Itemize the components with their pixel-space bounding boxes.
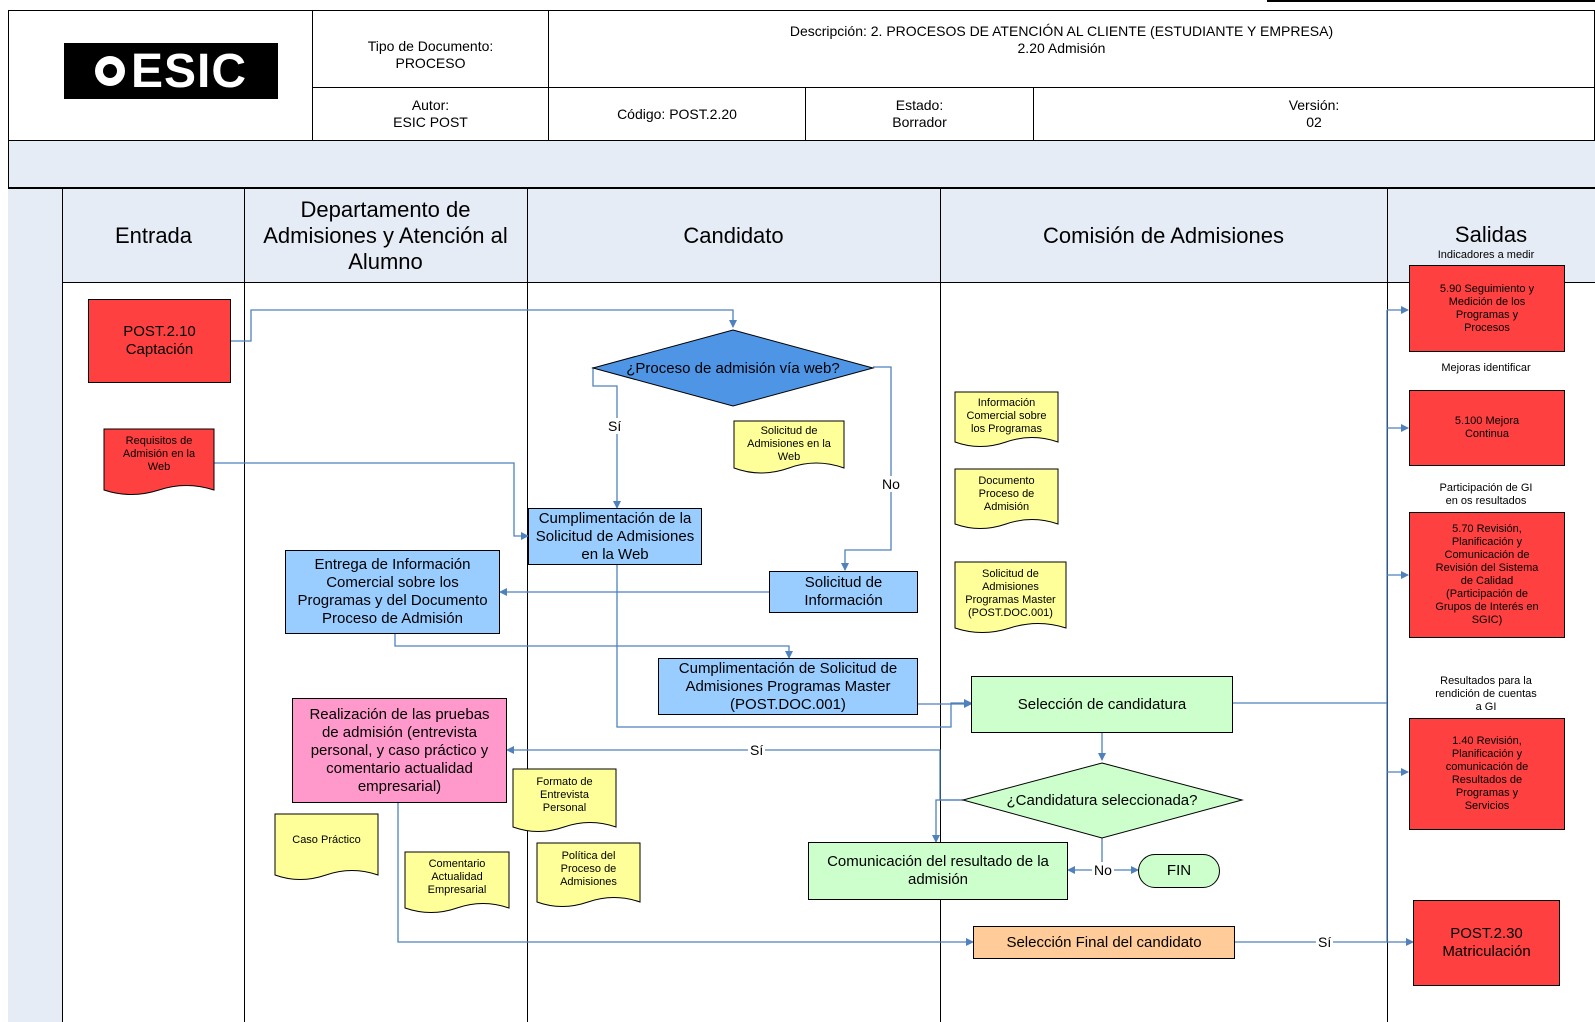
doc-shape-doc-proceso bbox=[954, 468, 1059, 529]
doc-shape-requisitos bbox=[103, 428, 215, 495]
decision-candidatura-label: ¿Candidatura seleccionada? bbox=[1006, 791, 1198, 809]
terminator-fin: FIN bbox=[1138, 854, 1220, 888]
label-no-web: No bbox=[880, 476, 902, 492]
doc-solicitud-master: Solicitud de Admisiones Programas Master… bbox=[965, 568, 1056, 619]
autor-label: Autor: bbox=[411, 97, 450, 113]
step-seleccion-candidatura: Selección de candidatura bbox=[971, 676, 1233, 733]
logo: ESIC bbox=[64, 43, 278, 99]
title-band bbox=[8, 141, 1595, 189]
step-seleccion-final: Selección Final del candidato bbox=[973, 926, 1235, 959]
output-resultados: 1.40 Revisión, Planificación y comunicac… bbox=[1409, 718, 1565, 830]
input-requisitos: Requisitos de Admisión en la Web bbox=[122, 434, 196, 473]
label-no-fin: No bbox=[1092, 862, 1114, 878]
lane-entrada: Entrada bbox=[114, 223, 193, 248]
doc-caso-practico: Caso Práctico bbox=[292, 833, 361, 846]
lane-header-band bbox=[63, 189, 1595, 283]
lane-comision: Comisión de Admisiones bbox=[1043, 223, 1284, 248]
codigo-value: Código: POST.2.20 bbox=[617, 105, 737, 122]
step-comunicacion-resultado: Comunicación del resultado de la admisió… bbox=[808, 842, 1068, 900]
output-mejora: 5.100 Mejora Continua bbox=[1409, 390, 1565, 466]
lane-candidato: Candidato bbox=[683, 223, 784, 248]
step-entrega-informacion: Entrega de Información Comercial sobre l… bbox=[285, 550, 500, 634]
doc-formato-entrevista: Formato de Entrevista Personal bbox=[536, 775, 593, 814]
doc-shape-formato bbox=[512, 768, 617, 832]
arrow-web-seleccion bbox=[616, 565, 972, 728]
step-pruebas-admision: Realización de las pruebas de admisión (… bbox=[292, 698, 507, 803]
caption-indicadores: Indicadores a medir bbox=[1437, 248, 1535, 261]
lane-departamento: Departamento de Admisiones y Atención al… bbox=[263, 197, 508, 274]
doc-shape-comentario bbox=[404, 851, 510, 913]
tipo-label: Tipo de Documento: bbox=[367, 38, 494, 54]
decision-web-shape bbox=[591, 329, 875, 407]
doc-shape-politica bbox=[536, 842, 641, 907]
doc-solicitud-web: Solicitud de Admisiones en la Web bbox=[747, 424, 831, 463]
output-revision: 5.70 Revisión, Planificación y Comunicac… bbox=[1409, 512, 1565, 638]
lane-salidas: Salidas bbox=[1454, 222, 1528, 247]
logo-text: ESIC bbox=[130, 44, 248, 98]
step-solicitud-informacion: Solicitud de Información bbox=[769, 571, 918, 613]
doc-politica: Política del Proceso de Admisiones bbox=[560, 849, 617, 888]
arrow-captacion-decision bbox=[231, 309, 737, 342]
label-si-web: Sí bbox=[606, 418, 624, 434]
arrow-decision-no bbox=[841, 366, 892, 571]
decision-candidatura-shape bbox=[961, 762, 1244, 839]
lane-divider-1 bbox=[244, 189, 245, 1022]
autor-value: ESIC POST bbox=[393, 114, 468, 130]
doc-comentario: Comentario Actualidad Empresarial bbox=[427, 857, 487, 896]
arrow-requisitos-web bbox=[214, 462, 529, 540]
step-cumplimentacion-master: Cumplimentación de Solicitud de Admision… bbox=[658, 658, 918, 715]
header-corner-mark bbox=[1267, 0, 1595, 2]
arrow-decision-si bbox=[592, 367, 621, 509]
label-si-matriculacion: Sí bbox=[1316, 934, 1334, 950]
estado-label: Estado: bbox=[895, 97, 944, 113]
estado-value: Borrador bbox=[892, 114, 947, 130]
version-label: Versión: bbox=[1288, 97, 1340, 113]
doc-info-comercial: Información Comercial sobre los Programa… bbox=[966, 396, 1047, 435]
caption-participacion: Participación de GI en os resultados bbox=[1439, 482, 1533, 507]
output-seguimiento: 5.90 Seguimiento y Medición de los Progr… bbox=[1409, 265, 1565, 352]
doc-proceso-admision: Documento Proceso de Admisión bbox=[978, 474, 1035, 513]
arrow-decision-comunicacion bbox=[932, 799, 963, 843]
autor-cell: Autor: ESIC POST bbox=[312, 87, 549, 141]
descripcion-line2: 2.20 Admisión bbox=[1017, 40, 1106, 56]
arrow-pruebas-final bbox=[397, 803, 974, 946]
pool-side-strip bbox=[8, 189, 63, 1022]
doc-shape-solicitud-master bbox=[954, 561, 1067, 633]
decision-web-label: ¿Proceso de admisión vía web? bbox=[626, 359, 840, 377]
output-matriculacion: POST.2.30 Matriculación bbox=[1413, 900, 1560, 986]
descripcion-line1: Descripción: 2. PROCESOS DE ATENCIÓN AL … bbox=[789, 23, 1334, 39]
doc-shape-solicitud-web bbox=[733, 420, 845, 474]
tipo-value: PROCESO bbox=[395, 55, 466, 71]
codigo-cell: Código: POST.2.20 bbox=[548, 87, 806, 141]
arrow-entrega-master bbox=[394, 634, 793, 659]
step-cumplimentacion-web: Cumplimentación de la Solicitud de Admis… bbox=[528, 508, 702, 565]
lane-divider-2 bbox=[527, 189, 528, 1022]
doc-shape-caso bbox=[274, 813, 379, 880]
input-captacion: POST.2.10 Captación bbox=[88, 299, 231, 383]
lane-divider-3 bbox=[940, 189, 941, 1022]
caption-mejoras: Mejoras identificar bbox=[1441, 361, 1531, 374]
label-si-pruebas: Sí bbox=[748, 742, 766, 758]
doc-shape-info-comercial bbox=[954, 391, 1059, 447]
caption-resultados: Resultados para la rendición de cuentas … bbox=[1435, 674, 1537, 713]
version-value: 02 bbox=[1306, 114, 1322, 130]
seal-icon bbox=[94, 56, 125, 86]
